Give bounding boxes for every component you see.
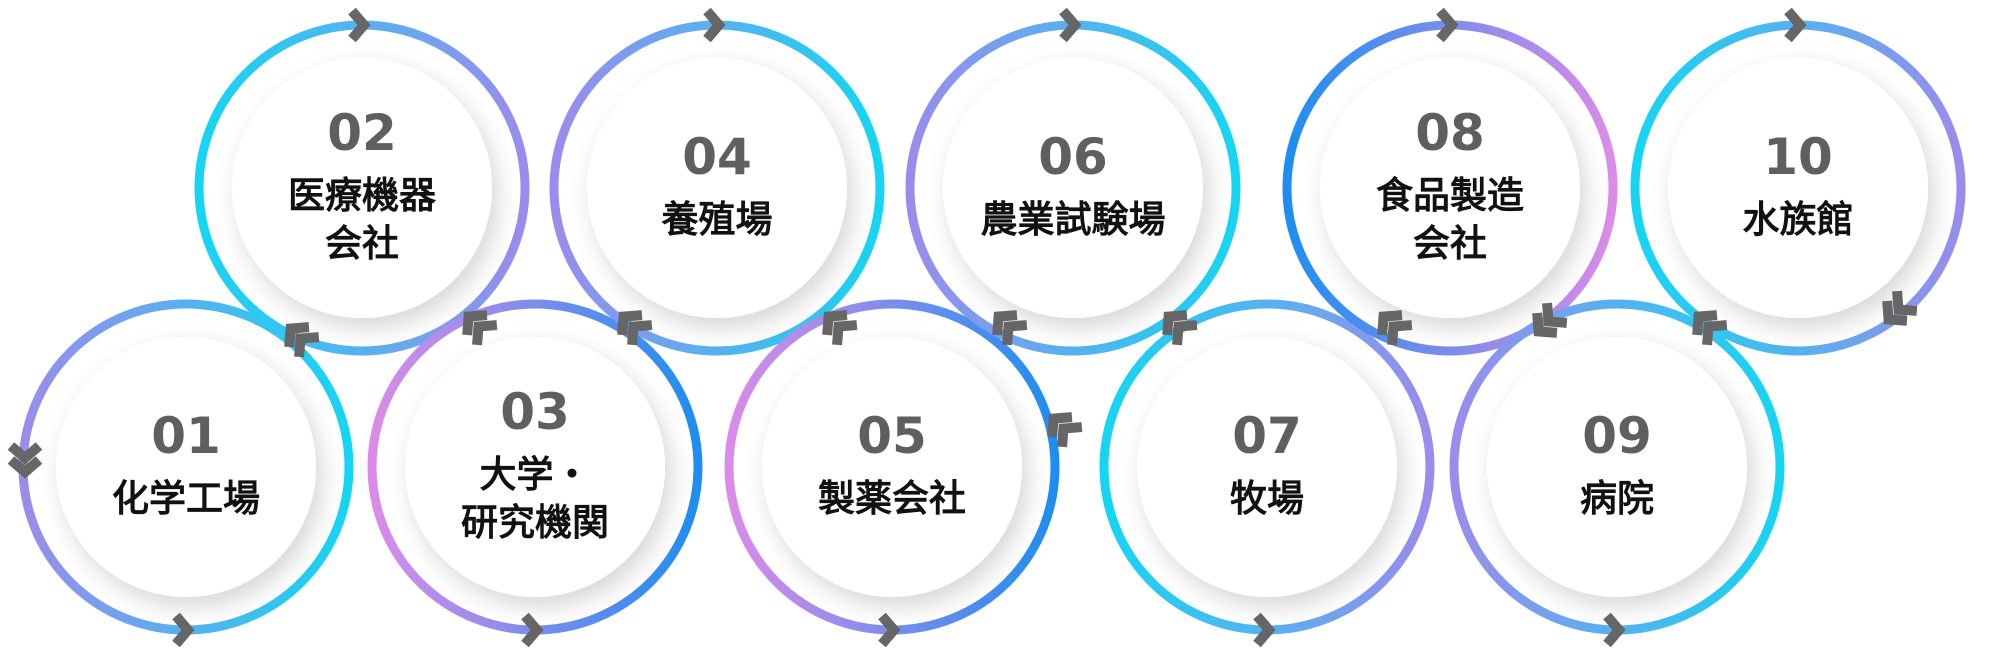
step-number: 05 <box>857 406 927 465</box>
step-number: 01 <box>151 406 221 465</box>
chevron-right-icon <box>1603 612 1626 648</box>
double-chevron-icon <box>1387 320 1413 346</box>
disc-10 <box>1668 58 1928 318</box>
step-number: 03 <box>500 382 570 441</box>
double-chevron-icon <box>1002 320 1028 346</box>
double-chevron-icon <box>627 320 653 346</box>
step-09: 09 病院 <box>1487 337 1747 597</box>
chevron-right-icon <box>1059 7 1082 43</box>
disc-09 <box>1487 337 1747 597</box>
step-07: 07 牧場 <box>1137 337 1397 597</box>
step-label: 病院 <box>1580 476 1654 520</box>
double-chevron-icon <box>822 310 848 336</box>
disc-07 <box>1137 337 1397 597</box>
double-chevron-icon <box>1892 290 1918 316</box>
double-chevron-icon <box>7 442 43 465</box>
step-label: 水族館 <box>1742 197 1854 241</box>
chevron-right-icon <box>348 7 371 43</box>
step-label: 農業試験場 <box>980 197 1166 241</box>
double-chevron-icon <box>1542 302 1568 328</box>
disc-02 <box>232 58 492 318</box>
chevron-right-icon <box>878 612 901 648</box>
double-chevron-icon <box>617 310 643 336</box>
disc-04 <box>587 58 847 318</box>
step-01: 01 化学工場 <box>56 337 316 597</box>
chevron-right-icon <box>1784 7 1807 43</box>
step-04: 04 養殖場 <box>587 58 847 318</box>
step-number: 04 <box>682 127 752 186</box>
step-label: 医療機器 会社 <box>288 173 436 265</box>
disc-06 <box>943 58 1203 318</box>
step-03: 03 大学・ 研究機関 <box>405 337 665 597</box>
step-02: 02 医療機器 会社 <box>232 58 492 318</box>
double-chevron-icon <box>294 332 320 358</box>
step-number: 09 <box>1582 406 1652 465</box>
double-chevron-icon <box>472 320 498 346</box>
double-chevron-icon <box>1057 422 1083 448</box>
double-chevron-icon <box>1702 320 1728 346</box>
step-label: 牧場 <box>1230 476 1304 520</box>
double-chevron-icon <box>1692 310 1718 336</box>
step-label: 養殖場 <box>661 197 773 241</box>
double-chevron-icon <box>1047 412 1073 438</box>
disc-08 <box>1320 58 1580 318</box>
chevron-right-icon <box>521 612 544 648</box>
disc-05 <box>762 337 1022 597</box>
double-chevron-icon <box>992 310 1018 336</box>
double-chevron-icon <box>1172 320 1198 346</box>
disc-01 <box>56 337 316 597</box>
chevron-right-icon <box>1436 7 1459 43</box>
step-number: 07 <box>1232 406 1302 465</box>
double-chevron-icon <box>1377 310 1403 336</box>
double-chevron-icon <box>284 322 310 348</box>
step-number: 06 <box>1038 127 1108 186</box>
double-chevron-icon <box>1882 300 1908 326</box>
step-10: 10 水族館 <box>1668 58 1928 318</box>
step-number: 10 <box>1763 127 1833 186</box>
step-05: 05 製薬会社 <box>762 337 1022 597</box>
double-chevron-icon <box>832 320 858 346</box>
step-number: 08 <box>1415 103 1485 162</box>
step-06: 06 農業試験場 <box>943 58 1203 318</box>
step-label: 大学・ 研究機関 <box>461 452 609 544</box>
step-label: 製薬会社 <box>818 476 966 520</box>
chevron-right-icon <box>703 7 726 43</box>
chevron-right-icon <box>172 612 195 648</box>
double-chevron-icon <box>1532 312 1558 338</box>
double-chevron-icon <box>7 456 43 479</box>
double-chevron-icon <box>462 310 488 336</box>
step-label: 食品製造 会社 <box>1376 173 1524 265</box>
double-chevron-icon <box>1162 310 1188 336</box>
step-08: 08 食品製造 会社 <box>1320 58 1580 318</box>
chevron-right-icon <box>1253 612 1276 648</box>
disc-03 <box>405 337 665 597</box>
step-label: 化学工場 <box>112 476 260 520</box>
step-number: 02 <box>327 103 397 162</box>
